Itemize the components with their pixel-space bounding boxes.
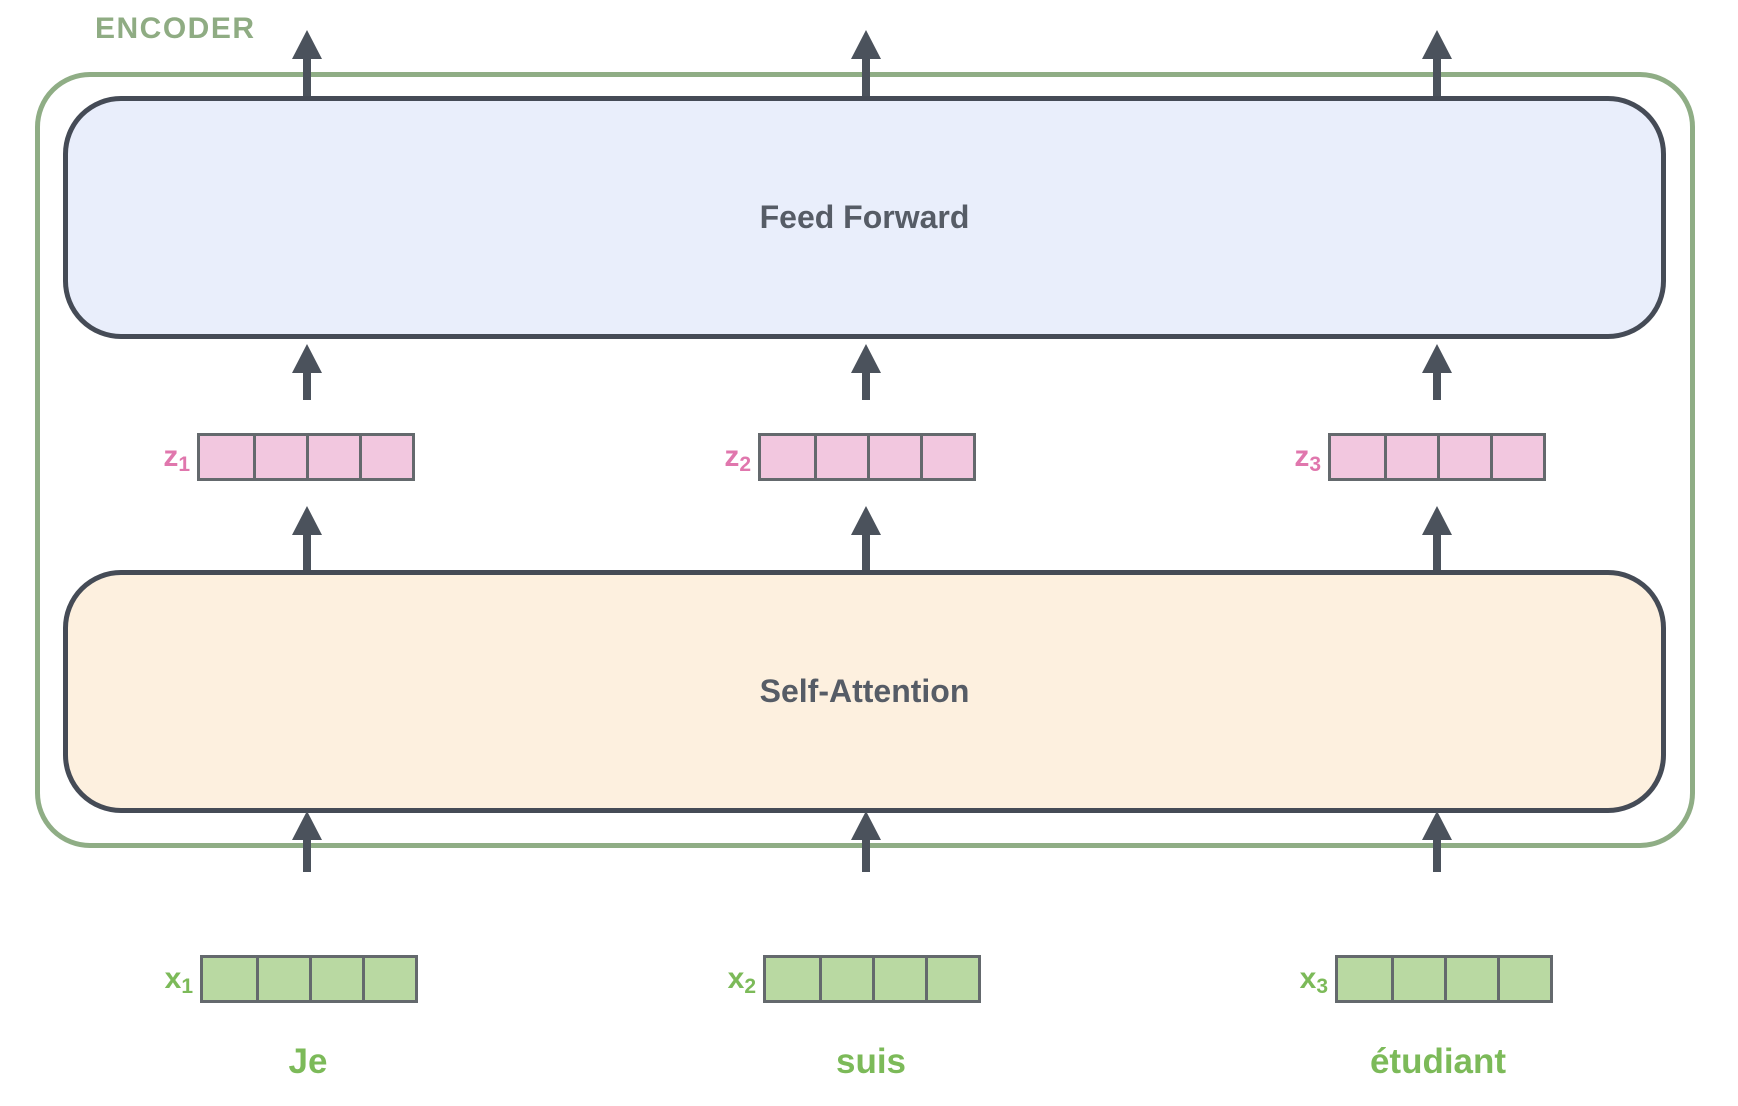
z2-vector-label: z2 (699, 433, 751, 481)
vector-cell (1331, 436, 1384, 478)
arrow-shaft (1433, 366, 1441, 400)
z2-label-letter: z (724, 440, 740, 473)
input-word-je: Je (288, 1042, 328, 1081)
z1-label-subscript: 1 (178, 453, 190, 476)
up-arrow-icon (287, 811, 327, 872)
vector-cell (362, 958, 415, 1000)
arrow-shaft (862, 833, 870, 872)
up-arrow-icon (1417, 506, 1457, 570)
vector-cell (867, 436, 920, 478)
up-arrow-icon (1417, 811, 1457, 872)
up-arrow-icon (1417, 344, 1457, 400)
vector-cell (1444, 958, 1497, 1000)
input-word-suis: suis (835, 1042, 907, 1081)
x1-label-subscript: 1 (181, 975, 193, 998)
z2-vector (758, 433, 976, 481)
vector-cell (766, 958, 819, 1000)
x2-vector (763, 955, 981, 1003)
arrow-shaft (303, 366, 311, 400)
x2-label-subscript: 2 (744, 975, 756, 998)
vector-cell (253, 436, 306, 478)
encoder-label: ENCODER (95, 12, 256, 45)
vector-cell (1338, 958, 1391, 1000)
x3-label-subscript: 3 (1316, 975, 1328, 998)
up-arrow-icon (846, 506, 886, 570)
up-arrow-icon (1417, 30, 1457, 96)
arrow-shaft (1433, 52, 1441, 96)
vector-cell (200, 436, 253, 478)
vector-cell (920, 436, 973, 478)
z3-vector-label: z3 (1269, 433, 1321, 481)
up-arrow-icon (846, 30, 886, 96)
vector-cell (761, 436, 814, 478)
x1-vector (200, 955, 418, 1003)
feed-forward-label: Feed Forward (759, 199, 970, 235)
vector-cell (925, 958, 978, 1000)
up-arrow-icon (287, 344, 327, 400)
z3-label-subscript: 3 (1309, 453, 1321, 476)
arrow-shaft (862, 528, 870, 570)
vector-cell (1391, 958, 1444, 1000)
arrow-shaft (303, 528, 311, 570)
z1-vector (197, 433, 415, 481)
input-word-etudiant: étudiant (1369, 1042, 1507, 1081)
arrow-shaft (862, 366, 870, 400)
arrow-shaft (303, 833, 311, 872)
z2-label-subscript: 2 (739, 453, 751, 476)
arrow-shaft (862, 52, 870, 96)
vector-cell (1384, 436, 1437, 478)
arrow-shaft (1433, 833, 1441, 872)
arrow-shaft (1433, 528, 1441, 570)
vector-cell (1437, 436, 1490, 478)
x3-vector-label: x3 (1276, 955, 1328, 1003)
x2-vector-label: x2 (704, 955, 756, 1003)
vector-cell (872, 958, 925, 1000)
z3-label-letter: z (1294, 440, 1310, 473)
x2-label-letter: x (727, 962, 745, 995)
vector-cell (819, 958, 872, 1000)
feed-forward-block: Feed Forward (63, 96, 1666, 339)
self-attention-label: Self-Attention (759, 673, 970, 709)
up-arrow-icon (287, 506, 327, 570)
x3-vector (1335, 955, 1553, 1003)
vector-cell (309, 958, 362, 1000)
z3-vector (1328, 433, 1546, 481)
up-arrow-icon (846, 344, 886, 400)
self-attention-block: Self-Attention (63, 570, 1666, 813)
z1-label-letter: z (163, 440, 179, 473)
x1-label-letter: x (164, 962, 182, 995)
up-arrow-icon (287, 30, 327, 96)
vector-cell (1490, 436, 1543, 478)
vector-cell (256, 958, 309, 1000)
z1-vector-label: z1 (138, 433, 190, 481)
vector-cell (203, 958, 256, 1000)
arrow-shaft (303, 52, 311, 96)
vector-cell (359, 436, 412, 478)
vector-cell (1497, 958, 1550, 1000)
x3-label-letter: x (1299, 962, 1317, 995)
vector-cell (306, 436, 359, 478)
x1-vector-label: x1 (141, 955, 193, 1003)
up-arrow-icon (846, 811, 886, 872)
vector-cell (814, 436, 867, 478)
